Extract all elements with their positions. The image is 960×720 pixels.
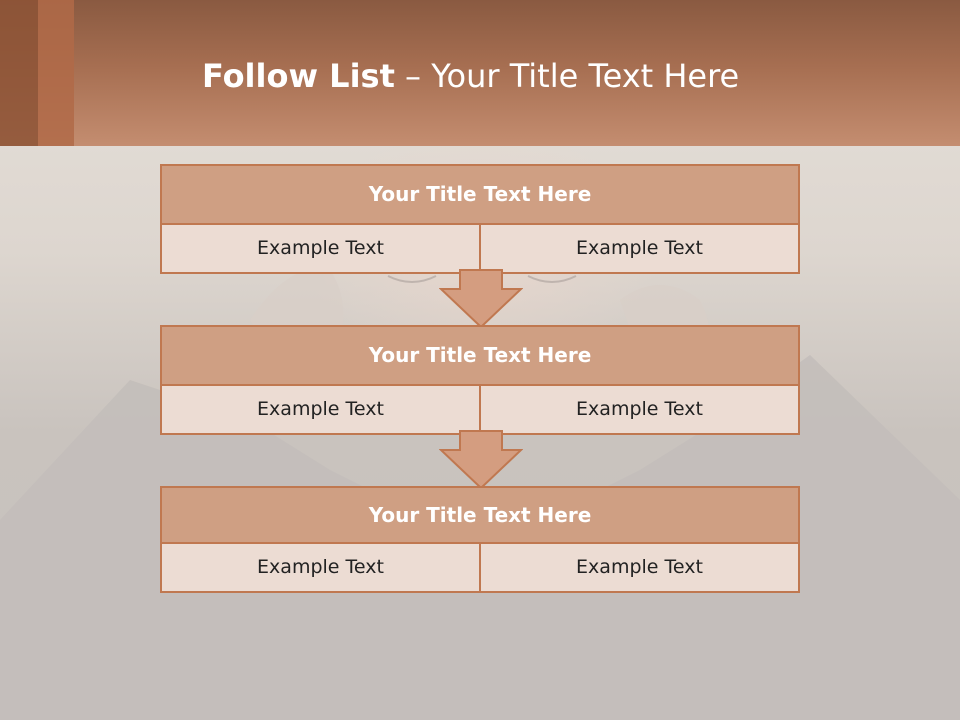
step-cell-left: Example Text <box>162 544 479 591</box>
step-title: Your Title Text Here <box>162 327 798 386</box>
step-cell-left: Example Text <box>162 225 479 272</box>
header-accent-strip <box>38 0 74 146</box>
step-box-2: Your Title Text Here Example Text Exampl… <box>160 325 800 435</box>
step-row: Example Text Example Text <box>162 386 798 433</box>
step-row: Example Text Example Text <box>162 225 798 272</box>
step-cell-right: Example Text <box>479 225 798 272</box>
step-title: Your Title Text Here <box>162 166 798 225</box>
down-arrow-icon <box>439 269 523 329</box>
slide-title: Follow List – Your Title Text Here <box>202 56 739 96</box>
down-arrow-icon <box>439 430 523 490</box>
header-accent-strip <box>0 0 38 146</box>
step-box-1: Your Title Text Here Example Text Exampl… <box>160 164 800 274</box>
step-box-3: Your Title Text Here Example Text Exampl… <box>160 486 800 593</box>
step-cell-left: Example Text <box>162 386 479 433</box>
step-cell-right: Example Text <box>479 386 798 433</box>
slide-title-bold: Follow List <box>202 57 395 95</box>
step-cell-right: Example Text <box>479 544 798 591</box>
step-title: Your Title Text Here <box>162 488 798 544</box>
step-row: Example Text Example Text <box>162 544 798 591</box>
slide-title-rest: – Your Title Text Here <box>394 57 740 95</box>
header-band <box>0 0 960 146</box>
